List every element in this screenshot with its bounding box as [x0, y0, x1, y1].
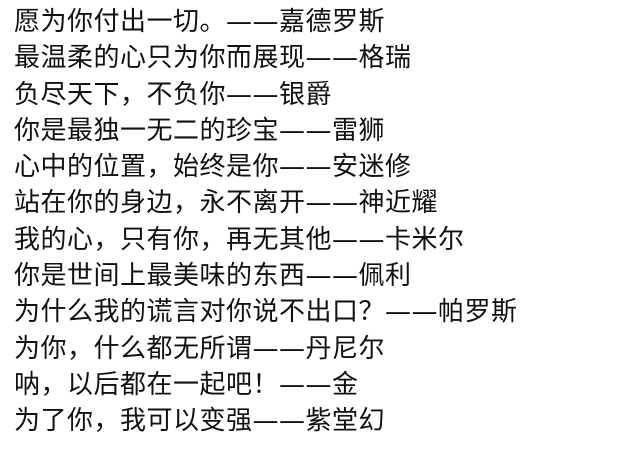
quote-line: 为了你，我可以变强——紫堂幻 — [14, 406, 386, 437]
quote-line: 你是世间上最美味的东西——佩利 — [14, 261, 412, 292]
quote-line: 最温柔的心只为你而展现——格瑞 — [14, 43, 412, 74]
quote-line: 为什么我的谎言对你说不出口？——帕罗斯 — [14, 297, 518, 328]
quote-line: 负尽天下，不负你——银爵 — [14, 79, 333, 110]
quote-line: 为你，什么都无所谓——丹尼尔 — [14, 333, 386, 364]
quote-list: 愿为你付出一切。——嘉德罗斯 最温柔的心只为你而展现——格瑞 负尽天下，不负你—… — [14, 4, 634, 440]
quote-line: 我的心，只有你，再无其他——卡米尔 — [14, 224, 465, 255]
quote-line: 你是最独一无二的珍宝——雷狮 — [14, 115, 386, 146]
quote-line: 站在你的身边，永不离开——神近耀 — [14, 188, 439, 219]
quote-line: 呐，以后都在一起吧！——金 — [14, 369, 359, 400]
quote-line: 愿为你付出一切。——嘉德罗斯 — [14, 7, 386, 37]
quote-line: 心中的位置，始终是你——安迷修 — [14, 152, 412, 183]
